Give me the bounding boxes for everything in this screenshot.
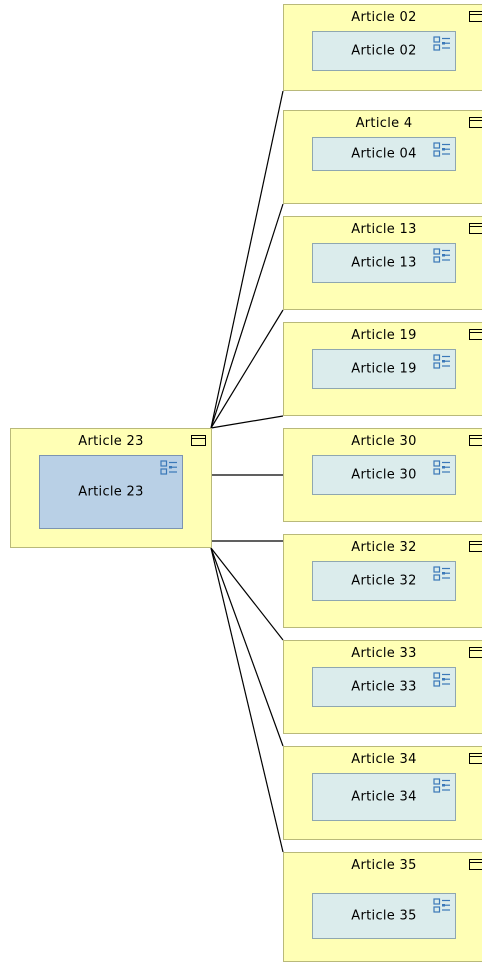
application-component-icon (433, 248, 450, 263)
group-frame-icon (469, 753, 482, 764)
group-article-33[interactable]: Article 33 Article 33 (283, 640, 482, 734)
element-label: Article 04 (351, 146, 417, 162)
element-article-32[interactable]: Article 32 (312, 561, 456, 601)
group-article-02[interactable]: Article 02 Article 02 (283, 4, 482, 91)
element-article-19[interactable]: Article 19 (312, 349, 456, 389)
element-article-23[interactable]: Article 23 (39, 455, 183, 529)
element-article-04[interactable]: Article 04 (312, 137, 456, 171)
element-label: Article 33 (351, 679, 417, 695)
group-title: Article 4 (355, 116, 413, 131)
group-article-23[interactable]: Article 23 Article 23 (10, 428, 212, 548)
element-label: Article 19 (351, 361, 417, 377)
connector-to-article-19[interactable] (210, 415, 284, 429)
group-article-34[interactable]: Article 34 Article 34 (283, 746, 482, 840)
element-label: Article 30 (351, 467, 417, 483)
group-article-13[interactable]: Article 13 Article 13 (283, 216, 482, 310)
element-label: Article 23 (78, 484, 144, 500)
group-frame-icon (469, 859, 482, 870)
group-article-30[interactable]: Article 30 Article 30 (283, 428, 482, 522)
element-label: Article 13 (351, 255, 417, 271)
group-article-19[interactable]: Article 19 Article 19 (283, 322, 482, 416)
group-frame-icon (469, 647, 482, 658)
element-article-30[interactable]: Article 30 (312, 455, 456, 495)
application-component-icon (433, 898, 450, 913)
group-frame-icon (469, 435, 482, 446)
group-title: Article 34 (351, 752, 417, 767)
application-component-icon (433, 672, 450, 687)
group-frame-icon (191, 435, 206, 446)
group-frame-icon (469, 11, 482, 22)
element-article-02[interactable]: Article 02 (312, 31, 456, 71)
element-label: Article 32 (351, 573, 417, 589)
group-title: Article 30 (351, 434, 417, 449)
application-component-icon (433, 36, 450, 51)
connector-to-article-35[interactable] (210, 547, 284, 853)
group-title: Article 23 (78, 434, 144, 449)
connector-to-article-13[interactable] (210, 309, 284, 429)
group-article-32[interactable]: Article 32 Article 32 (283, 534, 482, 628)
application-component-icon (433, 142, 450, 157)
application-component-icon (433, 566, 450, 581)
connector-to-article-34[interactable] (210, 547, 284, 747)
application-component-icon (433, 354, 450, 369)
application-component-icon (433, 778, 450, 793)
group-title: Article 19 (351, 328, 417, 343)
element-article-13[interactable]: Article 13 (312, 243, 456, 283)
group-title: Article 02 (351, 10, 417, 25)
connector-to-article-02[interactable] (210, 90, 284, 429)
application-component-icon (160, 460, 177, 475)
group-title: Article 33 (351, 646, 417, 661)
element-article-35[interactable]: Article 35 (312, 893, 456, 939)
application-component-icon (433, 460, 450, 475)
group-frame-icon (469, 541, 482, 552)
group-title: Article 32 (351, 540, 417, 555)
group-frame-icon (469, 223, 482, 234)
element-article-34[interactable]: Article 34 (312, 773, 456, 821)
group-title: Article 35 (351, 858, 417, 873)
group-frame-icon (469, 117, 482, 128)
connector-to-article-4[interactable] (210, 203, 284, 429)
element-article-33[interactable]: Article 33 (312, 667, 456, 707)
element-label: Article 02 (351, 43, 417, 59)
element-label: Article 34 (351, 789, 417, 805)
element-label: Article 35 (351, 908, 417, 924)
group-article-4[interactable]: Article 4 Article 04 (283, 110, 482, 204)
group-article-35[interactable]: Article 35 Article 35 (283, 852, 482, 962)
group-title: Article 13 (351, 222, 417, 237)
connector-to-article-33[interactable] (210, 547, 284, 641)
group-frame-icon (469, 329, 482, 340)
